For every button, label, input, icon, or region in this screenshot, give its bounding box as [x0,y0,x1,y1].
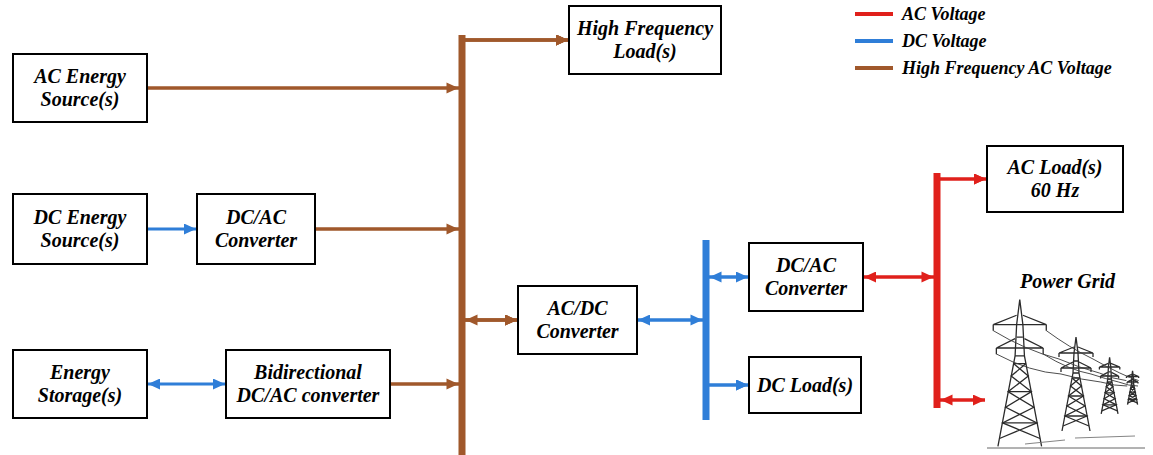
connector [638,277,748,320]
box-label: Bidirectional DC/AC converter [233,361,383,407]
transmission-tower [993,300,1046,447]
box-label: DC Energy Source(s) [20,206,140,252]
connector [706,277,748,385]
box-label: Power Grid [1020,270,1115,293]
connector [316,40,568,229]
connector [864,179,986,277]
arrowhead [447,379,459,390]
converter-box: DC/AC Converter [196,193,316,265]
legend-item: AC Voltage [855,3,986,25]
legend-swatch [855,12,893,16]
connector [148,383,225,386]
connector [864,277,985,400]
transmission-tower [1126,371,1138,405]
energy-source-box: DC Energy Source(s) [12,193,148,265]
box-label: DC Load(s) [757,374,853,397]
bus-bar [459,35,466,455]
arrowhead [710,272,722,283]
energy-source-box: AC Energy Source(s) [12,53,148,123]
bus-bar [934,173,941,408]
power-lines [987,331,1145,448]
connector [391,320,517,384]
box-label: DC/AC Converter [756,254,856,300]
box-label: AC/DC Converter [525,297,630,343]
arrowhead [941,395,953,406]
box-label: Energy Storage(s) [20,361,140,407]
legend-swatch [855,39,893,43]
legend-swatch [855,66,893,70]
box-label: DC/AC Converter [204,206,308,252]
connector [148,228,196,231]
legend-item: DC Voltage [855,30,987,52]
box-label: AC Energy Source(s) [20,65,140,111]
arrowhead [447,224,459,235]
load-box: AC Load(s) 60 Hz [986,145,1124,213]
converter-box: Bidirectional DC/AC converter [225,349,391,419]
connectors [148,40,986,400]
power-grid: Power Grid [985,268,1150,453]
legend-label: High Frequency AC Voltage [902,58,1112,79]
legend-label: AC Voltage [902,4,986,25]
connector [638,320,748,385]
box-label: High Frequency Load(s) [575,17,715,63]
load-box: DC Load(s) [748,356,862,414]
arrowhead [447,83,459,94]
connector [937,179,986,400]
connector [316,229,517,320]
legend-label: DC Voltage [902,31,987,52]
connector [148,40,568,88]
arrowhead [922,272,934,283]
power-grid-illustration [985,268,1150,453]
converter-box: AC/DC Converter [517,285,638,355]
load-box: High Frequency Load(s) [568,5,722,75]
converter-box: DC/AC Converter [748,242,864,312]
bus-bar [703,240,710,420]
arrowhead [691,315,703,326]
box-label: AC Load(s) 60 Hz [1001,156,1109,202]
arrowhead [466,315,478,326]
transmission-tower [1059,337,1093,431]
legend-item: High Frequency AC Voltage [855,57,1112,79]
storage-box: Energy Storage(s) [12,349,148,419]
connector [462,40,568,320]
